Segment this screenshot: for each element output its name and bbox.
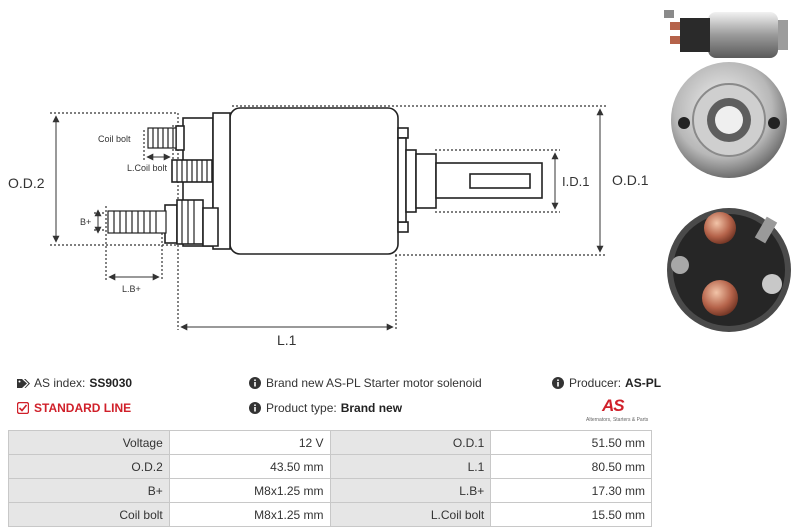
standard-line-label: STANDARD LINE [34,401,132,415]
product-type-line: Product type: Brand new [248,401,402,415]
table-row: O.D.2 43.50 mm L.1 80.50 mm [8,454,652,479]
spec-key: Coil bolt [8,502,170,527]
info-icon [248,401,262,415]
spec-key: O.D.1 [329,430,492,455]
spec-value: 12 V [168,430,331,455]
logo-mark: AS [602,396,625,415]
spec-key: L.B+ [329,478,492,503]
spec-key: L.Coil bolt [329,502,492,527]
label-coil-bolt: Coil bolt [98,134,131,144]
label-bplus: B+ [80,217,91,227]
technical-drawing: O.D.2 O.D.1 I.D.1 Coil bolt L.Coil bolt … [8,105,649,348]
spec-key: O.D.2 [8,454,170,479]
photo-side-view [664,10,788,58]
bplus-bolt-thread [107,210,167,234]
spec-value: 51.50 mm [490,430,652,455]
bplus-nut [181,200,195,244]
as-pl-logo: AS Alternators, Starters & Parts [586,396,652,426]
specs-table: Voltage 12 V O.D.1 51.50 mm O.D.2 43.50 … [8,430,652,527]
label-l1: L.1 [277,332,297,348]
standard-line: STANDARD LINE [16,401,131,415]
description-line: Brand new AS-PL Starter motor solenoid [248,376,482,390]
spec-key: L.1 [329,454,492,479]
spec-value: M8x1.25 mm [168,502,331,527]
checkbox-checked-icon [16,401,30,415]
tags-icon [16,376,30,390]
label-od1: O.D.1 [612,172,649,188]
table-row: Voltage 12 V O.D.1 51.50 mm [8,430,652,455]
info-icon [551,376,565,390]
photo-rear-terminals [667,208,791,332]
description-text: Brand new AS-PL Starter motor solenoid [266,376,482,390]
coil-bolt-thread [147,127,177,149]
spec-value: 43.50 mm [168,454,331,479]
info-icon [248,376,262,390]
spec-value: M8x1.25 mm [168,478,331,503]
producer-label: Producer: [569,376,622,390]
label-lbplus: L.B+ [122,284,141,294]
label-lcoil-bolt: L.Coil bolt [127,163,168,173]
table-row: B+ M8x1.25 mm L.B+ 17.30 mm [8,478,652,503]
spec-value: 17.30 mm [490,478,652,503]
spec-value: 80.50 mm [490,454,652,479]
as-index-label: AS index: [34,376,86,390]
dotted-extension-lines [50,105,606,330]
as-index-value: SS9030 [89,376,133,390]
producer-value: AS-PL [625,376,662,390]
label-id1: I.D.1 [562,174,589,189]
photo-front-face [671,62,787,178]
as-index-line: AS index: SS9030 [16,376,132,390]
coil-nut-knurl [176,160,208,182]
product-type-value: Brand new [340,401,403,415]
spec-key: B+ [8,478,170,503]
spec-value: 15.50 mm [490,502,652,527]
spec-key: Voltage [8,430,170,455]
product-photos [664,10,791,332]
producer-line: Producer: AS-PL [551,376,661,390]
table-row: Coil bolt M8x1.25 mm L.Coil bolt 15.50 m… [8,502,652,527]
logo-tagline: Alternators, Starters & Parts [586,417,649,423]
label-od2: O.D.2 [8,175,45,191]
dimension-lines [52,108,604,331]
solenoid-body [164,107,543,255]
product-type-label: Product type: [266,401,337,415]
